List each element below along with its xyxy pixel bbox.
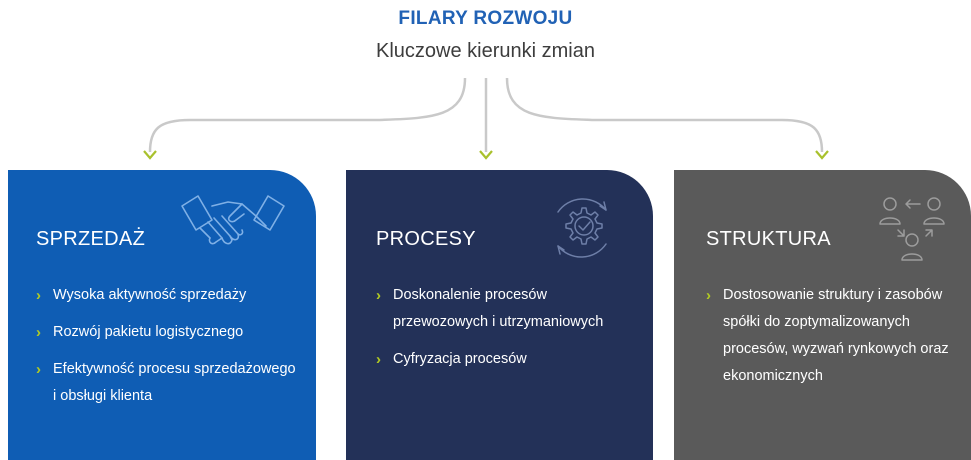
pillar-items: ›Doskonalenie procesów przewozowych i ut…	[376, 282, 626, 383]
pillar-card-sprzedaz: SPRZEDAŻ ›Wysoka aktywność sprzedaży ›Ro…	[8, 170, 316, 460]
connector-left	[148, 77, 467, 153]
diagram-title: FILARY ROZWOJU	[398, 8, 573, 29]
list-item: ›Doskonalenie procesów przewozowych i ut…	[376, 287, 604, 330]
arrowhead-center	[479, 150, 493, 160]
list-item: ›Wysoka aktywność sprzedaży	[36, 287, 247, 304]
arrowhead-left	[143, 150, 157, 160]
pillar-items: ›Dostosowanie struktury i zasobów spółki…	[706, 282, 958, 400]
pillar-items: ›Wysoka aktywność sprzedaży ›Rozwój paki…	[36, 282, 298, 420]
pillar-card-procesy: PROCESY ›Doskonalenie procesów przewozow…	[346, 170, 653, 460]
connector-arrows	[143, 77, 829, 160]
list-item: ›Efektywność procesu sprzedażowego i obs…	[36, 361, 296, 404]
connector-right	[505, 77, 824, 153]
handshake-icon	[181, 195, 285, 245]
pillar-title: STRUKTURA	[706, 228, 831, 250]
list-item: ›Rozwój pakietu logistycznego	[36, 324, 244, 341]
gear-check-cycle-icon	[557, 198, 607, 258]
arrowhead-right	[815, 150, 829, 160]
diagram-subtitle: Kluczowe kierunki zmian	[376, 40, 595, 62]
pillar-card-struktura: STRUKTURA ›Dostosowanie struktury i zaso…	[674, 170, 971, 460]
pillar-title: SPRZEDAŻ	[36, 228, 146, 250]
people-exchange-icon	[879, 197, 945, 261]
pillar-title: PROCESY	[376, 228, 476, 250]
list-item: ›Dostosowanie struktury i zasobów spółki…	[706, 287, 949, 384]
list-item: ›Cyfryzacja procesów	[376, 351, 527, 368]
